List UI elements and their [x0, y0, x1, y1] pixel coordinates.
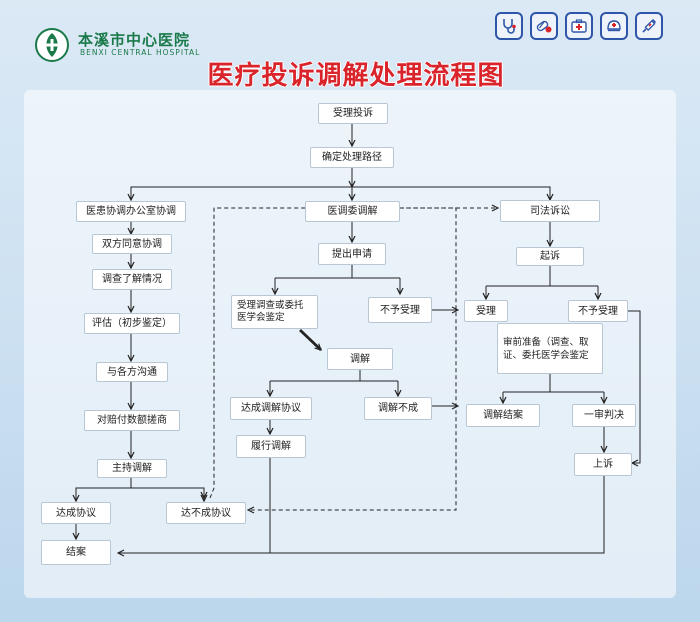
node-left-mutual-consent: 双方同意协调 [92, 234, 172, 254]
node-mid-failed: 调解不成 [364, 397, 432, 420]
node-right-sue: 起诉 [516, 247, 584, 266]
pills-icon [530, 12, 558, 40]
node-mid-mediate: 调解 [327, 348, 393, 370]
node-right-mediation-close: 调解结案 [466, 404, 540, 427]
node-left-investigate: 调查了解情况 [92, 269, 172, 290]
node-right-not-accept: 不予受理 [568, 300, 628, 322]
syringe-icon [635, 12, 663, 40]
node-left-negotiate: 对赔付数额搓商 [84, 410, 180, 431]
node-mid-agreement: 达成调解协议 [230, 397, 312, 420]
node-left-agreement: 达成协议 [41, 502, 111, 524]
node-right-first-trial: 一审判决 [572, 404, 636, 427]
header: 本溪市中心医院 BENXI CENTRAL HOSPITAL [0, 0, 700, 86]
hospital-name-en: BENXI CENTRAL HOSPITAL [80, 48, 201, 57]
node-left-preside: 主持调解 [97, 459, 167, 478]
node-determine-route: 确定处理路径 [310, 147, 394, 168]
node-left-communicate: 与各方沟通 [96, 362, 168, 382]
node-mid-not-accept: 不予受理 [368, 297, 432, 323]
first-aid-kit-icon [565, 12, 593, 40]
header-icon-row [495, 12, 663, 40]
node-mid-accept-investigate: 受理调查或委托医学会鉴定 [231, 295, 318, 329]
node-accept-complaint: 受理投诉 [318, 103, 388, 124]
node-right-accept: 受理 [464, 300, 508, 322]
hospital-name-cn: 本溪市中心医院 [78, 31, 191, 49]
page-title: 医疗投诉调解处理流程图 [207, 61, 505, 91]
node-close-case: 结案 [41, 540, 111, 565]
node-mid-perform: 履行调解 [236, 435, 306, 458]
node-left-no-agreement: 达不成协议 [166, 502, 246, 524]
node-right-appeal: 上诉 [574, 453, 632, 476]
node-right-litigation: 司法诉讼 [500, 200, 600, 222]
node-mid-apply: 提出申请 [318, 243, 386, 265]
stethoscope-icon [495, 12, 523, 40]
hospital-logo-icon [35, 28, 69, 62]
node-mid-committee: 医调委调解 [305, 201, 400, 222]
node-left-office: 医患协调办公室协调 [76, 201, 186, 222]
node-left-assess: 评估（初步鉴定） [84, 313, 180, 334]
nurse-cap-icon [600, 12, 628, 40]
node-right-pretrial: 审前准备（调查、取证、委托医学会鉴定 [497, 323, 603, 374]
